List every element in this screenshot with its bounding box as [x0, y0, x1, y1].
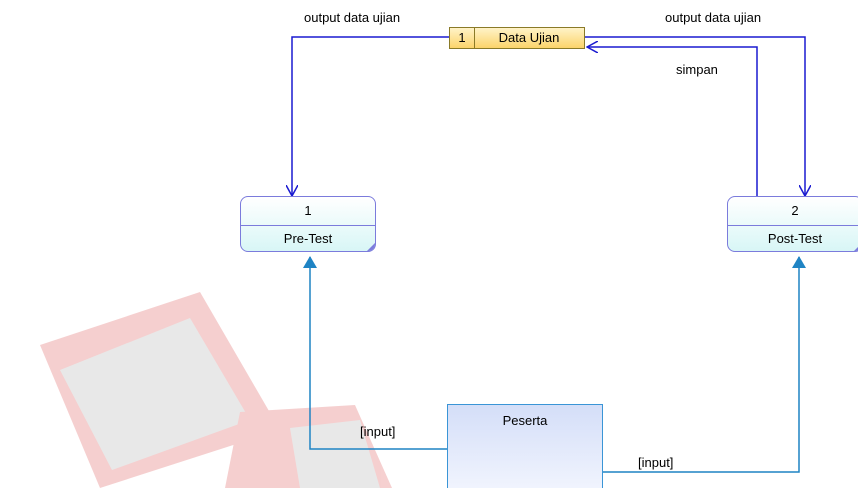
corner-fold-icon: [367, 243, 375, 251]
flow-label-peserta-to-posttest: [input]: [638, 455, 674, 470]
process-number: 1: [241, 197, 375, 226]
corner-fold-icon: [854, 243, 858, 251]
flow-posttest-to-store: [587, 47, 758, 196]
flow-label-store-to-pretest: output data ujian: [304, 10, 401, 25]
flow-label-posttest-to-store: simpan: [676, 62, 718, 77]
flow-label-store-to-posttest: output data ujian: [665, 10, 762, 25]
flow-store-to-pretest: [292, 36, 449, 196]
watermark-logo: [40, 292, 392, 488]
external-entity-peserta[interactable]: Peserta: [447, 404, 603, 488]
data-store-name: Data Ujian: [498, 30, 560, 45]
process-pre-test[interactable]: 1 Pre-Test: [240, 196, 376, 252]
process-name: Pre-Test: [283, 231, 333, 246]
flow-label-peserta-to-pretest: [input]: [360, 424, 396, 439]
data-store-number: 1: [450, 28, 475, 48]
external-entity-name: Peserta: [502, 413, 548, 428]
data-store-data-ujian[interactable]: 1 Data Ujian: [449, 27, 585, 49]
flow-peserta-to-posttest: [603, 256, 806, 473]
process-name: Post-Test: [767, 231, 823, 246]
process-number: 2: [728, 197, 858, 226]
flow-store-to-posttest: [585, 36, 805, 196]
process-post-test[interactable]: 2 Post-Test: [727, 196, 858, 252]
flow-peserta-to-pretest: [303, 256, 447, 450]
